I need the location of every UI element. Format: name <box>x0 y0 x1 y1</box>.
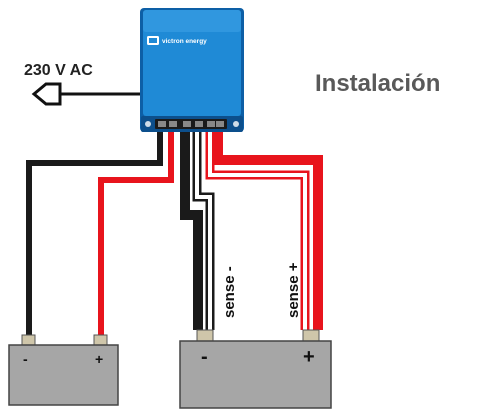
victron-charger-device: victron energy <box>140 8 244 132</box>
small-battery-plus-terminal <box>93 334 108 346</box>
large-battery-plus-terminal <box>302 329 320 342</box>
ac-input-label: 230 V AC <box>24 62 93 79</box>
negative-wire-small-battery <box>26 127 163 340</box>
positive-wire-small-battery <box>98 127 174 335</box>
large-battery-plus-label: + <box>303 346 315 368</box>
sense-positive-label: sense + <box>285 262 302 318</box>
victron-logo-icon <box>147 36 159 45</box>
small-battery: - + <box>8 334 119 406</box>
sense-negative-wire <box>192 127 215 330</box>
device-brand-label: victron energy <box>162 38 207 45</box>
small-battery-plus-label: + <box>95 351 103 367</box>
negative-wire-large-battery <box>180 127 203 330</box>
ac-plug-icon <box>31 82 141 106</box>
small-battery-minus-label: - <box>23 351 28 367</box>
small-battery-minus-terminal <box>21 334 36 346</box>
sense-positive-wire <box>205 127 310 330</box>
sense-negative-label: sense - <box>221 266 238 318</box>
page-title: Instalación <box>315 70 440 97</box>
large-battery-minus-label: - <box>201 346 208 368</box>
large-battery-minus-terminal <box>196 329 214 342</box>
large-battery: - + <box>179 329 332 409</box>
positive-wire-large-battery <box>213 127 323 330</box>
